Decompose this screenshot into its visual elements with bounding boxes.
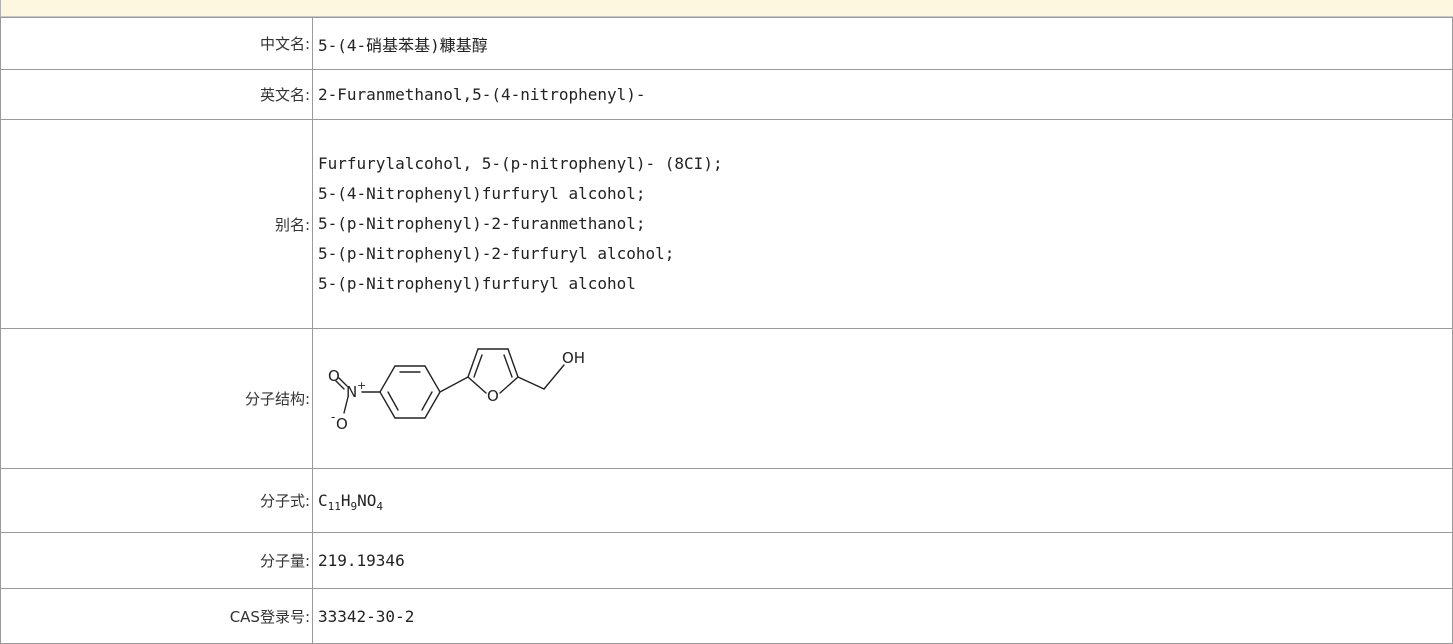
formula-h: H	[340, 491, 351, 510]
value-structure: O N + O - O OH	[312, 328, 1453, 469]
alias-item: 5-(p-Nitrophenyl)-2-furanmethanol;	[318, 214, 646, 233]
alias-item: 5-(4-Nitrophenyl)furfuryl alcohol;	[318, 184, 646, 203]
top-strip-edge	[0, 0, 1, 17]
nitro-plus-charge: +	[357, 379, 366, 392]
formula-o-count: 4	[376, 500, 384, 513]
row-chinese-name: 中文名: 5-(4-硝基苯基)糠基醇	[0, 17, 1453, 70]
row-aliases: 别名: Furfurylalcohol, 5-(p-nitrophenyl)- …	[0, 119, 1453, 329]
label-cas: CAS登录号:	[0, 588, 313, 644]
hydroxyl-group: OH	[562, 349, 585, 367]
formula-c-count: 11	[327, 500, 341, 513]
alias-item: 5-(p-Nitrophenyl)furfuryl alcohol	[318, 274, 636, 293]
label-structure: 分子结构:	[0, 328, 313, 469]
alias-item: Furfurylalcohol, 5-(p-nitrophenyl)- (8CI…	[318, 154, 723, 173]
formula-c: C	[318, 491, 328, 510]
value-formula: C11H9NO4	[312, 468, 1453, 533]
nitro-nitrogen: N	[346, 383, 357, 401]
molecular-structure-image: O N + O - O OH	[328, 347, 585, 433]
row-cas: CAS登录号: 33342-30-2	[0, 588, 1453, 644]
top-strip	[0, 0, 1453, 17]
label-english-name: 英文名:	[0, 69, 313, 120]
formula-no: NO	[357, 491, 377, 510]
nitro-oxygen-top: O	[328, 367, 340, 385]
value-aliases: Furfurylalcohol, 5-(p-nitrophenyl)- (8CI…	[312, 119, 1453, 329]
row-formula: 分子式: C11H9NO4	[0, 468, 1453, 533]
compound-info-table: 中文名: 5-(4-硝基苯基)糠基醇 英文名: 2-Furanmethanol,…	[0, 17, 1453, 644]
value-mass: 219.19346	[312, 532, 1453, 589]
value-chinese-name: 5-(4-硝基苯基)糠基醇	[312, 17, 1453, 70]
formula-h-count: 9	[350, 500, 358, 513]
label-chinese-name: 中文名:	[0, 17, 313, 70]
label-aliases: 别名:	[0, 119, 313, 329]
furan-oxygen: O	[487, 387, 499, 405]
nitro-minus-charge: -	[331, 410, 335, 424]
label-formula: 分子式:	[0, 468, 313, 533]
value-english-name: 2-Furanmethanol,5-(4-nitrophenyl)-	[312, 69, 1453, 120]
row-english-name: 英文名: 2-Furanmethanol,5-(4-nitrophenyl)-	[0, 69, 1453, 120]
row-mass: 分子量: 219.19346	[0, 532, 1453, 589]
alias-item: 5-(p-Nitrophenyl)-2-furfuryl alcohol;	[318, 244, 675, 263]
nitro-oxygen-bottom: O	[336, 415, 348, 433]
label-mass: 分子量:	[0, 532, 313, 589]
row-structure: 分子结构:	[0, 328, 1453, 469]
value-cas: 33342-30-2	[312, 588, 1453, 644]
